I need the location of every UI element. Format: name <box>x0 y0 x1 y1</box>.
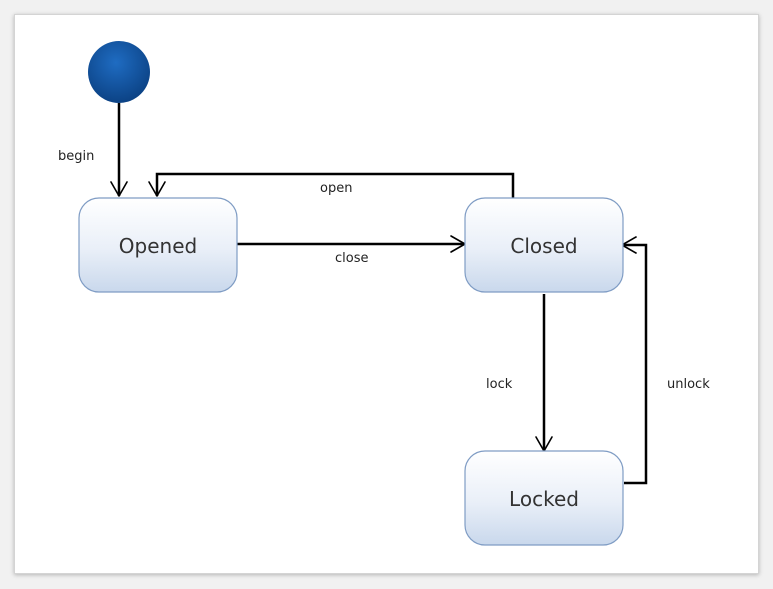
transition-close-label: close <box>335 251 368 266</box>
state-closed-label: Closed <box>510 234 577 258</box>
transition-lock[interactable] <box>535 294 553 452</box>
transition-open-label: open <box>320 181 352 196</box>
transition-close[interactable] <box>237 235 466 253</box>
state-diagram: begin open close lock unlock Opened <box>58 41 710 546</box>
transition-begin[interactable] <box>110 103 128 197</box>
transition-unlock-label: unlock <box>667 377 710 392</box>
state-closed[interactable]: Closed <box>464 197 624 293</box>
state-opened[interactable]: Opened <box>78 197 238 293</box>
transition-open[interactable] <box>148 172 515 198</box>
transition-lock-label: lock <box>486 377 513 392</box>
initial-state-node[interactable] <box>88 41 150 103</box>
diagram-canvas: begin open close lock unlock Opened <box>14 14 759 574</box>
state-locked-label: Locked <box>509 487 579 511</box>
transition-begin-label: begin <box>58 149 94 164</box>
transition-unlock[interactable] <box>621 236 648 485</box>
state-opened-label: Opened <box>119 234 197 258</box>
state-locked[interactable]: Locked <box>464 450 624 546</box>
